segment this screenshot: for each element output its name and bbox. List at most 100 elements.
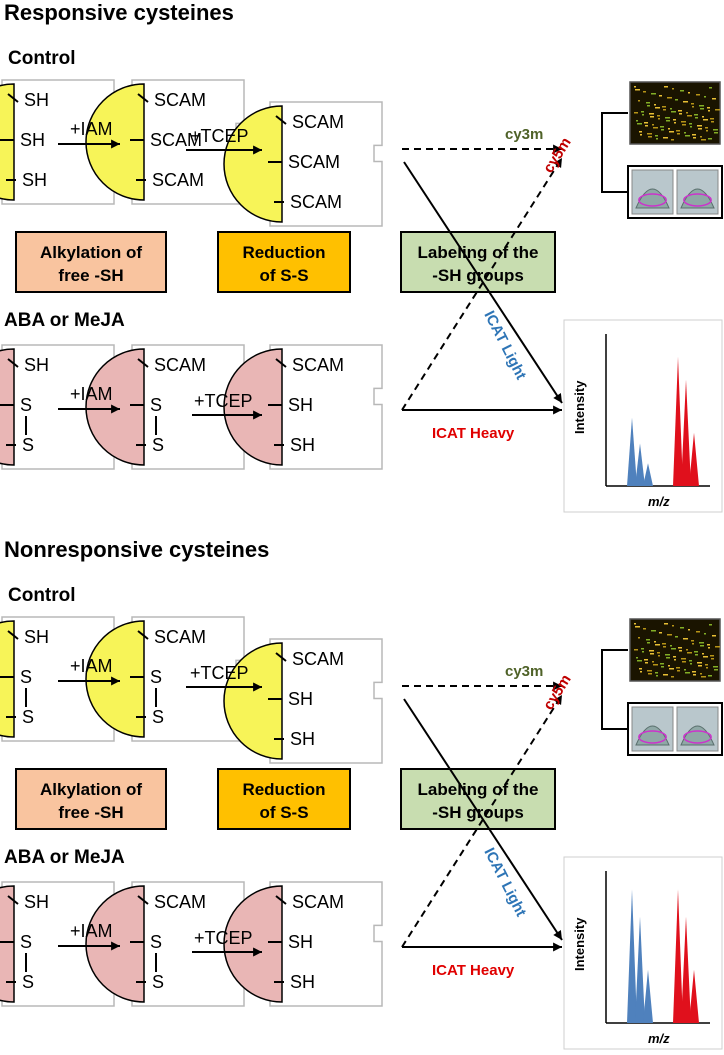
control-protein-3: SCAM SH SH [223,638,383,764]
protein-surface [0,885,15,1003]
y-axis-label: Intensity [572,380,587,434]
arrow-cy5m [401,157,563,411]
residue-label: S [20,932,32,952]
residue-label: SH [24,892,49,912]
residue-label: S [152,435,164,455]
residue-label: SH [22,170,47,190]
spot-3d-view [627,165,723,219]
arrow-cy5m-head [553,695,562,705]
arrow-icat-light [403,698,563,941]
reagent-tcep: +TCEP [194,928,253,948]
residue-label: SH [24,627,49,647]
reagent-tcep: +TCEP [194,391,253,411]
control-label: Control [8,48,76,69]
heavy-peak [681,379,691,486]
residue-label: S [150,395,162,415]
light-peak [627,889,637,1023]
ms-spectrum-chart: Intensity m/z [563,856,723,1050]
residue-label: SCAM [292,892,344,912]
gel-image [629,618,721,682]
reduction-box-line1: Reduction [242,780,325,799]
reduction-box-line2: of S-S [259,266,308,285]
arrow-icat-light-head [553,930,562,940]
residue-label: S [150,932,162,952]
protein-surface [0,620,15,738]
spot-3d-view [627,702,723,756]
alkylation-box [15,231,167,293]
residue-label: SH [290,435,315,455]
reagent-iam: +IAM [70,384,113,404]
heavy-peak [673,889,683,1023]
arrow-icat-light [403,161,563,404]
arrow-tcep-control-head [253,145,262,155]
section-title: Responsive cysteines [4,0,234,25]
label-icat-heavy: ICAT Heavy [432,962,515,979]
arrow-icat-heavy-head [553,405,562,415]
reagent-tcep: +TCEP [190,126,249,146]
control-label: Control [8,585,76,606]
reagent-iam: +IAM [70,921,113,941]
light-peak [635,916,645,1023]
residue-label: S [22,707,34,727]
section-title: Nonresponsive cysteines [4,537,269,562]
arrow-tcep-treated-head [253,410,262,420]
treated-label: ABA or MeJA [4,847,125,868]
light-peak [643,969,653,1023]
light-peak [643,463,653,486]
residue-label: S [22,972,34,992]
label-cy5m: cy5m [540,672,575,714]
arrow-iam-control-head [111,139,120,149]
residue-label: SCAM [292,355,344,375]
label-icat-heavy: ICAT Heavy [432,425,515,442]
reduction-box [217,231,351,293]
alkylation-box [15,768,167,830]
arrow-iam-control-head [111,676,120,686]
label-icat-light: ICAT Light [480,308,529,382]
residue-label: SH [288,689,313,709]
residue-label: SCAM [290,192,342,212]
arrow-iam-treated-head [111,404,120,414]
residue-label: SCAM [152,170,204,190]
protein-surface [0,348,15,466]
arrow-cy5m-head [553,158,562,168]
residue-label: S [152,707,164,727]
protein-surface [0,83,15,201]
arrow-icat-heavy-head [553,942,562,952]
reduction-box [217,768,351,830]
reduction-box-line1: Reduction [242,243,325,262]
label-cy5m: cy5m [540,135,575,177]
residue-label: S [152,972,164,992]
heavy-peak [673,356,683,486]
residue-label: SCAM [288,152,340,172]
protein-surface [223,642,283,760]
residue-label: SCAM [154,355,206,375]
residue-label: S [150,667,162,687]
residue-label: SCAM [292,649,344,669]
residue-label: SH [20,130,45,150]
arrow-cy3m-head [553,144,562,154]
protein-surface [223,105,283,223]
labeling-box [400,768,556,830]
arrow-tcep-control-head [253,682,262,692]
light-peak [627,417,637,486]
arrow-icat-light-head [553,393,562,403]
reagent-iam: +IAM [70,656,113,676]
alkylation-box-line1: Alkylation of [40,780,142,799]
x-axis-label: m/z [648,1031,670,1046]
light-peak [635,443,645,486]
arrow-tcep-treated-head [253,947,262,957]
labeling-box-line1: Labeling of the [418,243,539,262]
arrow-iam-treated-head [111,941,120,951]
y-axis-label: Intensity [572,917,587,971]
residue-label: SH [288,932,313,952]
residue-label: SH [290,729,315,749]
